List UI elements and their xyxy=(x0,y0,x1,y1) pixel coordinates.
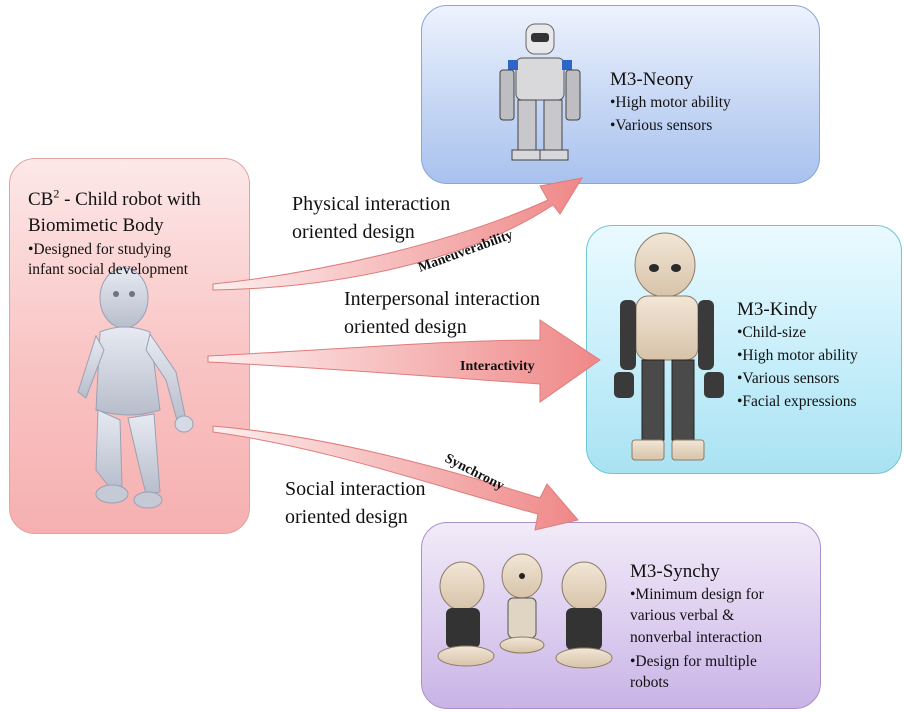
neony-bullet-1: •High motor ability xyxy=(610,94,731,111)
cb2-title-line1: CB2 - Child robot with xyxy=(28,186,201,211)
arrow-maneuverability xyxy=(212,177,584,291)
arrow-interactivity xyxy=(207,319,601,403)
m3-neony-box xyxy=(421,5,820,184)
kindy-bullet-2: •High motor ability xyxy=(737,347,858,364)
m3-neony-robot-image xyxy=(499,23,581,161)
social-design-line2: oriented design xyxy=(285,506,408,528)
kindy-bullet-3: •Various sensors xyxy=(737,370,840,387)
m3-kindy-robot-image xyxy=(614,232,724,461)
cb2-title-superscript: 2 xyxy=(53,186,60,201)
cb2-bullet-2: infant social development xyxy=(28,261,189,278)
m3-synchy-box xyxy=(421,522,821,709)
cb2-title-rest: - Child robot with xyxy=(59,189,201,210)
m3-synchy-robots-image xyxy=(437,553,613,669)
neony-title: M3-Neony xyxy=(610,69,694,90)
synchy-bullet-4: •Design for multiple xyxy=(630,653,757,670)
social-design-line1: Social interaction xyxy=(285,478,426,500)
arrow-synchrony xyxy=(212,425,579,531)
interpersonal-design-line1: Interpersonal interaction xyxy=(344,288,541,310)
kindy-bullet-4: •Facial expressions xyxy=(737,393,857,410)
cb2-title-prefix: CB xyxy=(28,189,54,210)
synchy-bullet-5: robots xyxy=(630,674,669,691)
kindy-title: M3-Kindy xyxy=(737,299,818,320)
physical-design-line2: oriented design xyxy=(292,221,415,243)
kindy-bullet-1: •Child-size xyxy=(737,324,807,341)
neony-bullet-2: •Various sensors xyxy=(610,117,713,134)
cb2-title-line2: Biomimetic Body xyxy=(28,215,164,236)
cb2-bullet-1: •Designed for studying xyxy=(28,241,172,258)
physical-design-line1: Physical interaction xyxy=(292,193,451,215)
synchy-bullet-1: •Minimum design for xyxy=(630,586,764,603)
arrow-label-interactivity: Interactivity xyxy=(460,359,535,374)
synchy-bullet-3: nonverbal interaction xyxy=(630,629,763,646)
synchy-bullet-2: various verbal & xyxy=(630,607,735,624)
synchy-title: M3-Synchy xyxy=(630,561,720,582)
interpersonal-design-line2: oriented design xyxy=(344,316,467,338)
cb2-robot-image xyxy=(77,267,194,509)
